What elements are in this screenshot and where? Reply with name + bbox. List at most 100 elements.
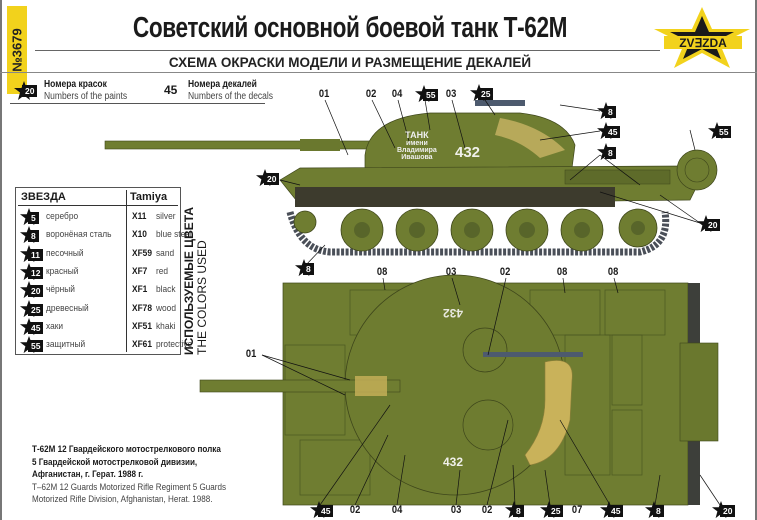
paint-name-ru: хаки: [46, 320, 64, 332]
inscription-line: Ивашова: [401, 154, 433, 161]
paint-badge: 45: [20, 317, 44, 335]
callout-number: 45: [318, 505, 334, 517]
tamiya-code: X10: [132, 229, 147, 241]
paint-badge: 25: [20, 299, 44, 317]
decal-callout: 08: [376, 266, 388, 278]
tarp-roll: [495, 118, 565, 158]
hull-lower-band: [295, 187, 615, 207]
callout-number: 8: [303, 263, 314, 275]
paint-callout: 20: [712, 501, 736, 519]
caption-ru-line: Т-62М 12 Гвардейского мотострелкового по…: [32, 444, 221, 454]
decal-callout: 01: [318, 88, 330, 100]
paint-row: 20 чёрный XF1 black: [16, 281, 182, 300]
decal-callout: 03: [445, 88, 457, 100]
caption-en-line: T–62M 12 Guards Motorized Rifle Regiment…: [32, 481, 227, 492]
paint-name-en: sand: [156, 247, 175, 259]
badge-number: 20: [22, 85, 38, 97]
caption-en-line: Motorized Rifle Division, Afghanistan, H…: [32, 494, 213, 504]
paint-number: 25: [28, 303, 44, 316]
leader-lines: [261, 99, 721, 506]
callout-number: 8: [653, 505, 664, 517]
legend-decal-en: Numbers of the decals: [188, 91, 274, 102]
machine-gun: [475, 100, 525, 106]
paint-callout: 8: [597, 102, 616, 120]
tamiya-code: XF7: [132, 265, 148, 277]
zvezda-logo: ZV∃ZDA: [654, 7, 750, 68]
paint-callout: 25: [470, 84, 494, 102]
paint-callout: 45: [600, 501, 624, 519]
paint-number: 20: [28, 285, 44, 298]
callout-number: 8: [513, 505, 524, 517]
paint-name-ru: красный: [46, 265, 79, 277]
callout-number: 25: [548, 505, 564, 517]
paint-callout: 20: [256, 169, 280, 187]
decal-callout: 08: [607, 266, 619, 278]
paint-row: 11 песочный XF59 sand: [16, 244, 182, 264]
fuel-drum: [676, 149, 718, 191]
paint-callout: 20: [697, 215, 721, 233]
legend-decal-ru: Номера декалей: [188, 79, 257, 90]
paint-name-ru: древесный: [46, 302, 89, 314]
paint-name-ru: песочный: [46, 247, 84, 259]
legend-paint-ru: Номера красок: [44, 79, 107, 90]
paint-name-en: wood: [156, 302, 176, 314]
paint-callout: 25: [540, 501, 564, 519]
inscription-line: Владимира: [397, 147, 437, 154]
turret-number-top: 432: [443, 455, 464, 469]
decal-callout: 03: [445, 266, 457, 278]
paint-badge: 11: [20, 244, 43, 262]
paint-name-ru: чёрный: [46, 284, 75, 296]
callout-number: 20: [720, 505, 736, 517]
callout-number: 8: [605, 106, 616, 118]
paint-number: 8: [28, 230, 39, 243]
callout-number: 45: [605, 126, 621, 138]
header-tamiya: Tamiya: [130, 191, 168, 203]
paint-callout: 55: [415, 85, 439, 103]
paint-number: 55: [28, 340, 44, 353]
paint-name-en: silver: [156, 211, 176, 222]
tamiya-code: XF61: [132, 339, 152, 351]
decal-callout: 04: [391, 504, 403, 516]
paint-name-ru: защитный: [46, 339, 86, 351]
callout-number: 55: [423, 89, 439, 101]
divider: [126, 190, 127, 352]
turret-number-top-rear: 432: [443, 306, 463, 320]
page-title: Советский основной боевой танк Т-62М: [132, 12, 568, 44]
paint-number: 12: [28, 266, 44, 279]
decal-callout: 02: [499, 266, 511, 278]
callout-number: 55: [716, 126, 732, 138]
callout-number: 20: [705, 219, 721, 231]
paint-number: 5: [28, 212, 39, 224]
decal-callout: 02: [481, 504, 493, 516]
legend-paint-en: Numbers of the paints: [44, 91, 128, 102]
paint-callout: 8: [295, 259, 314, 277]
decal-callout: 02: [349, 504, 361, 516]
paint-row: 45 хаки XF51 khaki: [16, 317, 182, 337]
decal-callout: 04: [391, 88, 403, 100]
tamiya-code: XF59: [132, 247, 152, 259]
paint-row: 12 красный XF7 red: [16, 262, 182, 282]
paint-row: 25 древесный XF78 wood: [16, 299, 182, 319]
track: [286, 211, 670, 256]
tamiya-code: XF51: [132, 320, 152, 332]
paint-callout: 45: [597, 122, 621, 140]
callout-number: 20: [264, 173, 280, 185]
paint-name-en: black: [156, 284, 176, 296]
paint-number: 11: [28, 248, 43, 261]
paint-callout: 8: [597, 143, 616, 161]
divider: [10, 103, 265, 104]
decal-callout: 08: [556, 266, 568, 278]
paint-badge: 20: [20, 281, 44, 299]
decal-callout: 01: [245, 348, 257, 360]
divider: [0, 72, 757, 73]
rear-rails: [679, 342, 719, 442]
caption-ru-line: 5 Гвардейской мотострелковой дивизии,: [32, 456, 198, 467]
model-caption: Т-62М 12 Гвардейского мотострелкового по…: [32, 443, 272, 506]
paint-callout: 45: [310, 501, 334, 519]
paint-name-en: red: [156, 265, 169, 277]
page-subtitle: СХЕМА ОКРАСКИ МОДЕЛИ И РАЗМЕЩЕНИЕ ДЕКАЛЕ…: [168, 55, 532, 70]
paint-badge: 8: [20, 226, 39, 244]
top-view-tank: 432: [199, 274, 719, 506]
